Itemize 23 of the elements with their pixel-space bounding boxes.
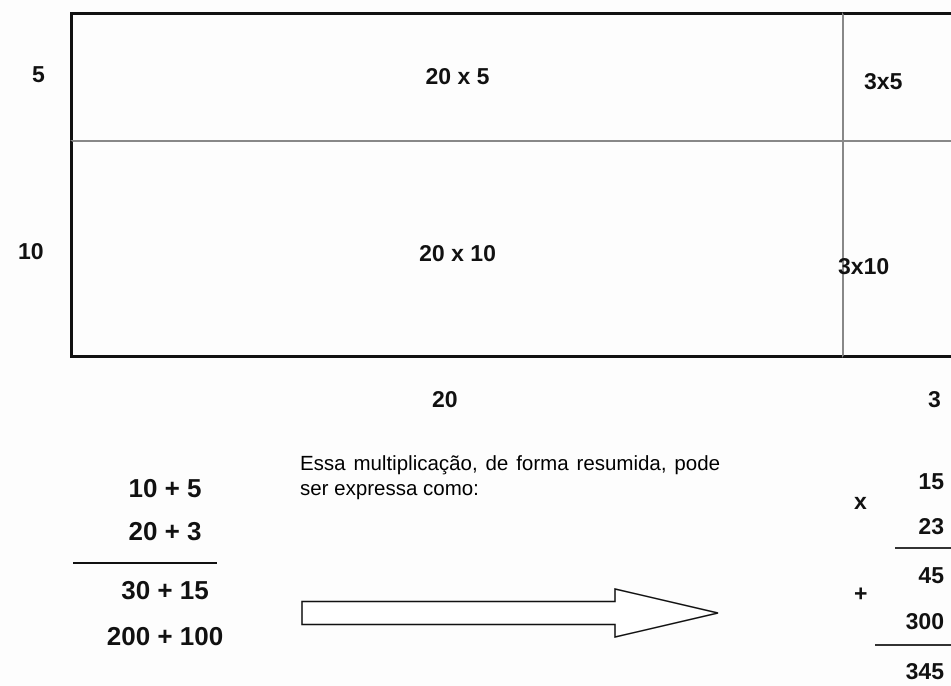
product-expression: 20 x 5 <box>424 65 490 88</box>
product-expression: 3x5 <box>864 70 902 93</box>
operator-sign: + <box>854 582 868 605</box>
side-length: 20 <box>432 388 458 411</box>
side-length: 3 <box>928 388 941 411</box>
product-expression: 20 x 10 <box>418 242 497 265</box>
number-term: 20 + 3 <box>127 518 202 544</box>
explanation-text: Essa multiplicação, de forma resumida, pode ser expressa como: <box>300 452 720 502</box>
number-term: 23 <box>918 515 944 538</box>
number-term: 200 + 100 <box>106 623 224 649</box>
number-term: 345 <box>906 660 944 683</box>
side-length: 5 <box>32 63 45 86</box>
area-cell <box>842 12 951 140</box>
side-length: 10 <box>18 240 44 263</box>
number-term: 300 <box>906 610 944 633</box>
number-term: 15 <box>918 470 944 493</box>
number-term: 10 + 5 <box>127 475 202 501</box>
number-term: 30 + 15 <box>120 577 210 603</box>
number-term: 45 <box>918 564 944 587</box>
block-arrow <box>301 588 719 638</box>
product-expression: 3x10 <box>838 255 890 278</box>
area-cell <box>70 12 842 140</box>
operator-sign: x <box>854 490 867 513</box>
